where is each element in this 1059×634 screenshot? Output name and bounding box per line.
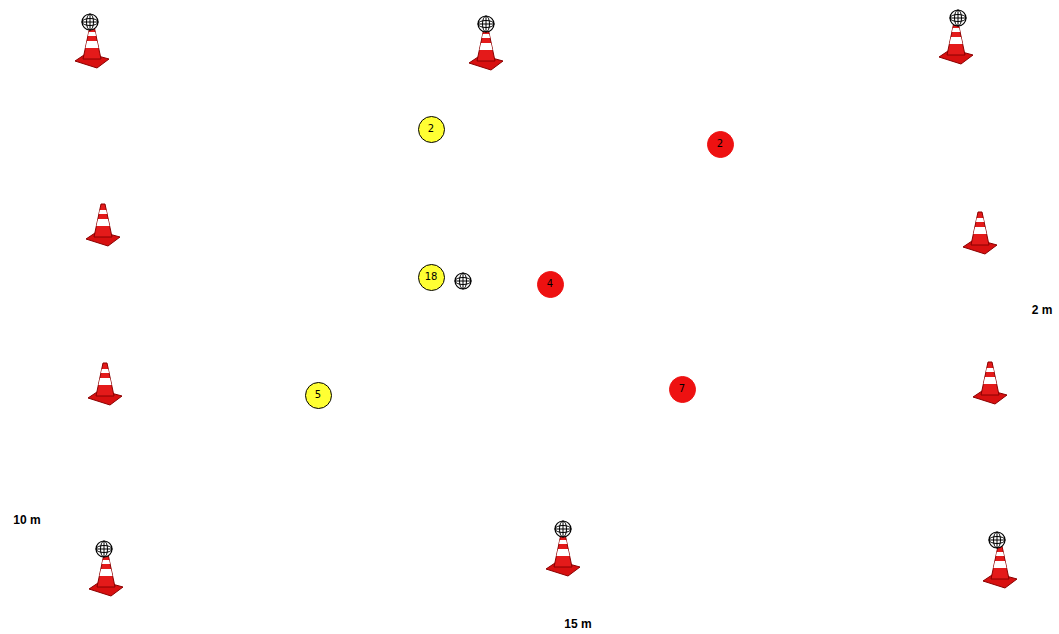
ball bbox=[950, 10, 966, 26]
defender-marker: 4 bbox=[537, 271, 564, 298]
attacker-marker: 18 bbox=[418, 264, 445, 291]
cone bbox=[88, 363, 122, 405]
ball bbox=[96, 541, 112, 557]
ball bbox=[989, 532, 1005, 548]
ball bbox=[82, 14, 98, 30]
player-number: 18 bbox=[425, 272, 438, 282]
cone bbox=[963, 212, 997, 254]
ball bbox=[478, 16, 494, 32]
dimension-label: 2 m bbox=[1032, 303, 1053, 317]
cone bbox=[75, 26, 109, 68]
player-number: 7 bbox=[679, 384, 685, 394]
player-number: 2 bbox=[428, 124, 434, 134]
cone bbox=[973, 362, 1007, 404]
dimension-label: 10 m bbox=[13, 513, 40, 527]
cone bbox=[983, 546, 1017, 588]
player-number: 2 bbox=[717, 139, 723, 149]
attacker-marker: 5 bbox=[305, 382, 332, 409]
ball bbox=[455, 273, 471, 289]
attacker-marker: 2 bbox=[418, 116, 445, 143]
defender-marker: 7 bbox=[669, 376, 696, 403]
player-number: 4 bbox=[547, 279, 553, 289]
cone bbox=[469, 28, 503, 70]
cone bbox=[86, 204, 120, 246]
cone bbox=[89, 554, 123, 596]
cone bbox=[546, 534, 580, 576]
cone bbox=[939, 22, 973, 64]
player-number: 5 bbox=[315, 390, 321, 400]
defender-marker: 2 bbox=[707, 131, 734, 158]
ball bbox=[555, 521, 571, 537]
dimension-label: 15 m bbox=[564, 617, 591, 631]
